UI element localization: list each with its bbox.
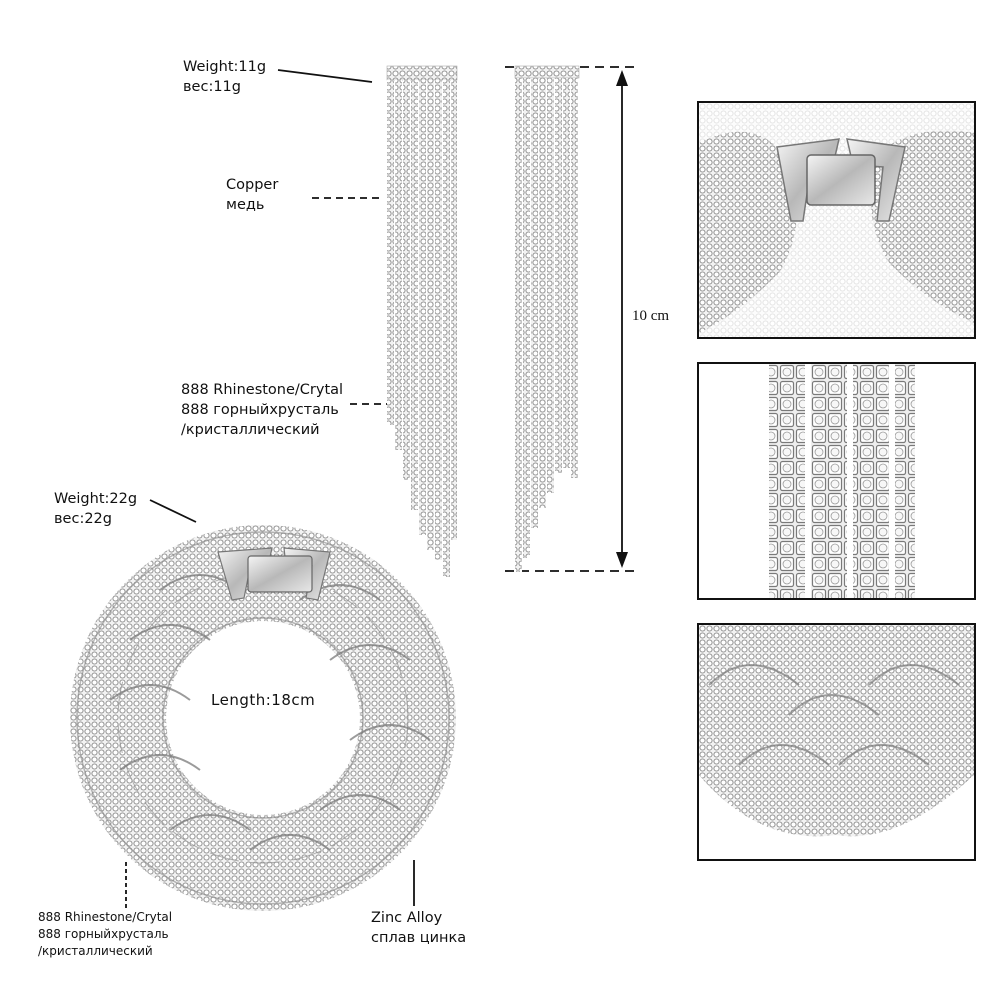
bracelet-length-label: Length:18cm [211,691,316,709]
bracelet-alloy-en: Zinc Alloy [371,910,443,926]
earring-stone-line3: /кристаллический [181,422,320,438]
bracelet-weight-en: Weight:22g [54,491,138,507]
detail-rhinestone-photo [697,362,976,600]
right-earring [514,65,580,572]
bracelet-clasp [217,547,331,601]
bracelet-annotation-lines [125,499,415,908]
earring-stone-label: 888 Rhinestone/Crytal 888 горныйхрусталь… [181,380,343,440]
detail-clasp-photo [697,101,976,339]
earring-weight-en: Weight:11g [183,59,267,75]
bracelet-closeup [699,625,974,837]
left-earring [386,65,458,577]
earring-length-label: 10 cm [632,308,670,324]
bracelet-weight-label: Weight:22g вес:22g [54,489,137,529]
detail-bracelet-photo [697,623,976,861]
bracelet [70,525,456,911]
earring-stone-line2: 888 горныйхрусталь [181,402,339,418]
bracelet-stone-line2: 888 горныйхрусталь [38,927,169,941]
earring-weight-label: Weight:11g вес:11g [183,57,266,97]
earring-material-en: Copper [226,177,279,193]
clasp-closeup [699,103,974,337]
earring-weight-ru: вес:11g [183,79,241,95]
earring-material-ru: медь [226,197,265,213]
bracelet-stone-label: 888 Rhinestone/Crytal 888 горныйхрусталь… [38,909,172,960]
earring-annotation-lines [277,66,640,572]
bracelet-alloy-ru: сплав цинка [371,930,467,946]
earring-stone-line1: 888 Rhinestone/Crytal [181,382,344,398]
bracelet-stone-line3: /кристаллический [38,944,153,958]
bracelet-weight-ru: вес:22g [54,511,112,527]
bracelet-stone-line1: 888 Rhinestone/Crytal [38,910,173,924]
earring-material-label: Copper медь [226,175,278,215]
rhinestone-closeup [769,364,915,598]
bracelet-alloy-label: Zinc Alloy сплав цинка [371,908,466,948]
